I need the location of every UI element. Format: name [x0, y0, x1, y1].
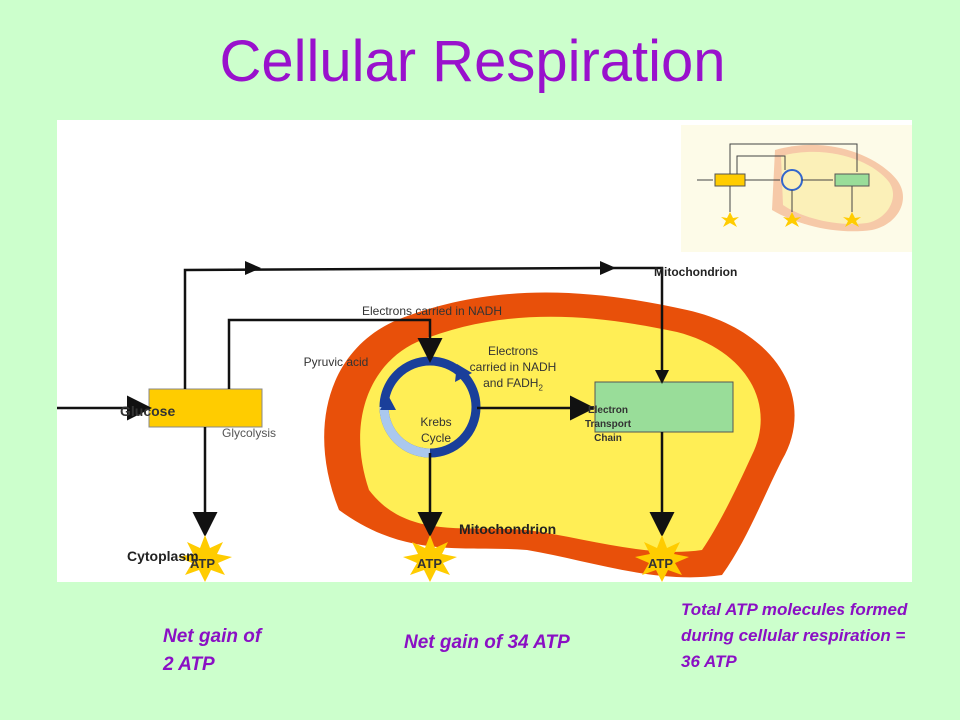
electrons-nadh-fadh2-label: Electrons carried in NADH and FADH2: [469, 344, 557, 393]
glycolysis-label: Glycolysis: [222, 426, 277, 440]
mitochondrion-bottom-label: Mitochondrion: [459, 521, 557, 537]
slide-title: Cellular Respiration: [219, 29, 726, 94]
total-atp-text: Total ATP molecules formed during cellul…: [681, 600, 908, 671]
cytoplasm-label: Cytoplasm: [127, 548, 199, 564]
respiration-diagram: [57, 125, 912, 582]
atp-label-1: ATP: [190, 556, 216, 571]
overview-inset: [681, 125, 912, 252]
pyruvic-acid-label: Pyruvic acid: [303, 355, 369, 369]
atp-label-3: ATP: [648, 556, 674, 571]
flow-arrowheads: [245, 261, 669, 384]
etc-label: Electron Transport Chain: [584, 405, 632, 444]
electrons-nadh-label: Electrons carried in NADH: [361, 304, 503, 318]
atp-burst-3: [635, 535, 689, 582]
krebs-cycle-label: Krebs Cycle: [420, 415, 452, 445]
atp-burst-2: [403, 535, 457, 582]
atp-label-2: ATP: [417, 556, 443, 571]
glucose-label: Glucose: [120, 403, 176, 419]
net-gain-34-text: Net gain of 34 ATP: [404, 632, 570, 653]
net-gain-2-text: Net gain of 2 ATP: [163, 626, 262, 675]
atp-burst-1: [178, 535, 232, 582]
etc-box: [594, 381, 734, 433]
glucose-box: [148, 388, 263, 428]
diagram-panel: [57, 120, 912, 582]
mitochondrion-top-label: Mitochondrion: [654, 265, 738, 279]
